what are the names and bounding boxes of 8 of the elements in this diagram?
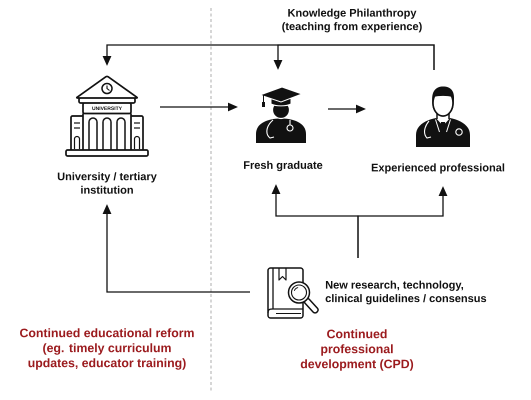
node-label: New research, technology, clinical guidelines / consensus: [326, 280, 486, 304]
edge-label: Knowledge Philanthropy (teaching from experience): [275, 8, 429, 34]
caption: Continued educational reform (eg. timely curriculum updates, educator training): [20, 328, 194, 370]
node-label: Fresh graduate: [244, 160, 322, 172]
arrow: [274, 44, 435, 70]
node-label: University / tertiary institution: [58, 172, 157, 194]
caption: Continued professional development (CPD): [300, 329, 414, 371]
node-label: Experienced professional: [372, 163, 504, 174]
